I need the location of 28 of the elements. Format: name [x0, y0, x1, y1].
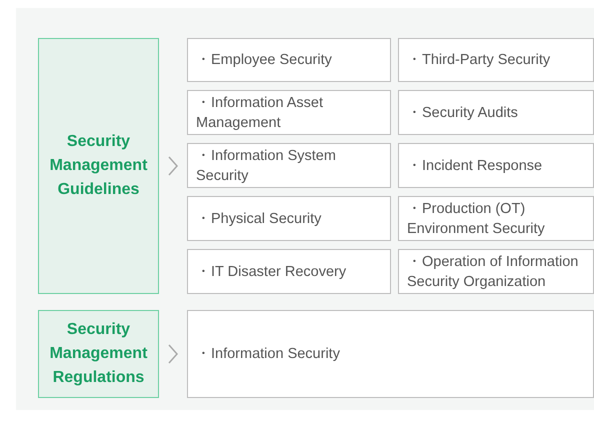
item-box — [398, 196, 594, 241]
item-box — [187, 90, 391, 135]
item-box — [398, 249, 594, 294]
category-label: Security Management Regulations — [48, 320, 148, 388]
item-label: ・Information System Security — [196, 146, 337, 186]
chevron-arrow — [168, 156, 178, 176]
item-label: ・Information Asset Management — [196, 94, 324, 132]
item-label: ・Production (OT) Environment Security — [407, 200, 546, 238]
item-label: ・Operation of Information Security Organization — [407, 252, 580, 292]
chevron-arrow — [168, 344, 178, 364]
item-label: ・Security Audits — [407, 104, 518, 122]
item-label: ・Information Security — [196, 345, 340, 364]
item-label: ・Physical Security — [196, 210, 322, 228]
item-box — [187, 38, 391, 82]
item-box — [398, 143, 594, 188]
item-label: ・Third-Party Security — [407, 51, 550, 70]
item-box — [187, 310, 594, 398]
item-box — [398, 38, 594, 82]
item-label: ・Employee Security — [196, 51, 332, 70]
category-box — [38, 310, 159, 398]
item-box — [398, 90, 594, 135]
category-box — [38, 38, 159, 294]
item-box — [187, 249, 391, 294]
item-label: ・Incident Response — [407, 156, 542, 176]
item-label: ・IT Disaster Recovery — [196, 262, 346, 282]
item-box — [187, 143, 391, 188]
item-box — [187, 196, 391, 241]
category-label: Security Management Guidelines — [48, 132, 148, 200]
